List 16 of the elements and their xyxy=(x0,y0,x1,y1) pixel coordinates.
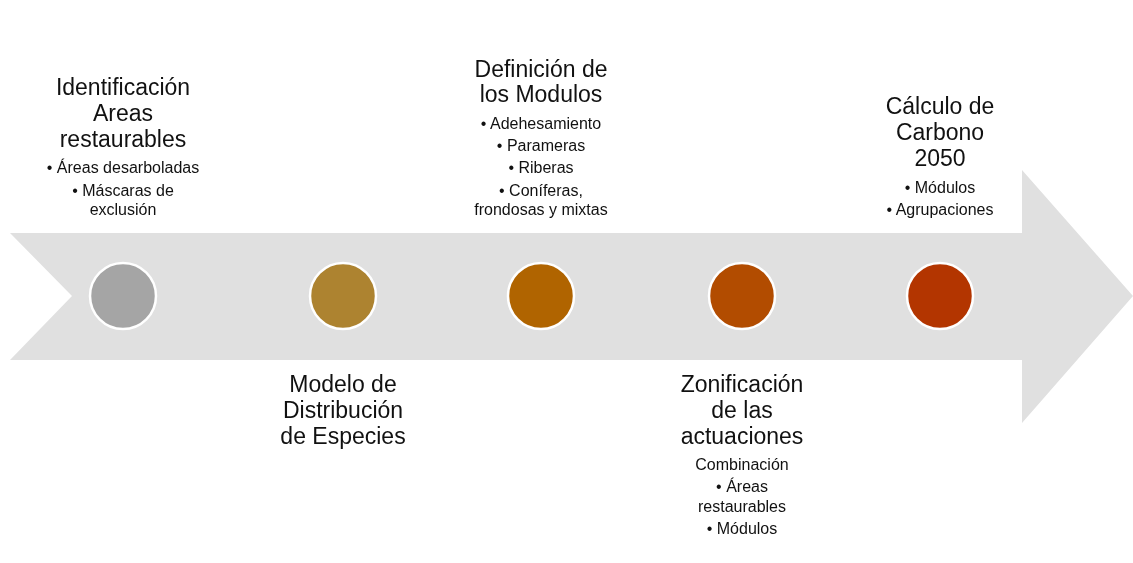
step-item: • Adehesamiento xyxy=(479,114,603,134)
step-item: • Áreas desarboladas xyxy=(45,158,201,178)
step-item: • Riberas xyxy=(507,158,575,178)
step-item: • Máscaras de exclusión xyxy=(71,180,175,219)
step-heading: Cálculo de Carbono 2050 xyxy=(884,94,996,172)
step-heading: Zonificación de las actuaciones xyxy=(679,372,805,450)
step-item: • Agrupaciones xyxy=(885,199,995,219)
step-item: • Módulos xyxy=(705,518,779,538)
step-item: Combinación xyxy=(694,455,790,475)
step-item: • Coníferas, frondosas y mixtas xyxy=(473,180,609,219)
step-heading: Definición de los Modulos xyxy=(473,56,609,109)
step-item: • Áreas restaurables xyxy=(696,477,787,516)
step-item: • Parameras xyxy=(495,136,587,156)
step-item: • Módulos xyxy=(903,177,977,197)
step-heading: Modelo de Distribución de Especies xyxy=(279,372,407,450)
step-heading: Identificación Areas restaurables xyxy=(54,75,192,153)
